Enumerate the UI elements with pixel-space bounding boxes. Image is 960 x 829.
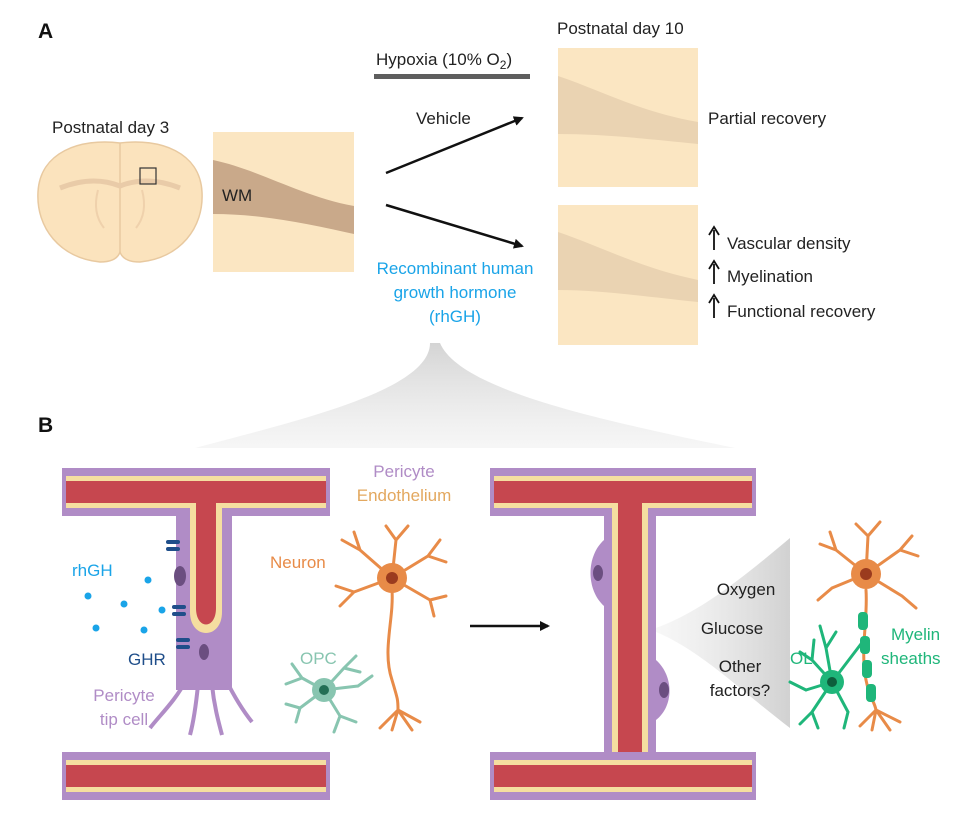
ol-label: OL [790,649,813,668]
pericyte-tip-label-line1: Pericyte [93,686,154,705]
pericyte-tip-label-line2: tip cell [100,710,148,729]
myelin-sheaths [858,612,876,702]
diffusion-cone [656,538,790,728]
wm-zoom-panel [213,132,354,272]
panel-a-letter: A [38,20,53,43]
glucose-label: Glucose [701,619,763,638]
rhgh-arrow-icon [385,203,524,249]
blood-vessel-left [62,468,330,800]
up-arrow-icon [708,293,720,318]
myelin-label-line1: Myelin [891,625,940,644]
hypoxia-label: Hypoxia (10% O2) [376,50,512,72]
svg-text:Hypoxia (10% O2): Hypoxia (10% O2) [376,50,512,72]
opc-cell-icon [284,654,374,734]
vehicle-label: Vehicle [416,109,471,128]
vehicle-arrow-icon [385,116,524,175]
endothelium-label: Endothelium [357,486,452,505]
outcome-functional-recovery: Functional recovery [727,302,876,321]
rhgh-particles [84,576,166,634]
blood-vessel-right [490,468,756,800]
opc-label: OPC [300,649,337,668]
panel-b-letter: B [38,414,53,437]
rhgh-label-line1: Recombinant human [377,259,534,278]
other-factors-line1: Other [719,657,762,676]
pericyte-label: Pericyte [373,462,434,481]
hypoxia-bar [374,74,530,79]
outcome-myelination: Myelination [727,267,813,286]
outcome-vascular-density: Vascular density [727,234,851,253]
ghr-receptors [166,540,190,649]
neuron-cell-icon [334,524,448,732]
rhgh-dots-label: rhGH [72,561,113,580]
postnatal-day-3-label: Postnatal day 3 [52,118,169,137]
postnatal-day-10-label: Postnatal day 10 [557,19,684,38]
other-factors-line2: factors? [710,681,770,700]
partial-recovery-label: Partial recovery [708,109,827,128]
rhgh-label-line2: growth hormone [394,283,517,302]
myelin-label-line2: sheaths [881,649,941,668]
zoom-cone [195,343,735,448]
rhgh-label-line3: (rhGH) [429,307,481,326]
neuron-label: Neuron [270,553,326,572]
ol-cell-icon [788,624,866,730]
oxygen-label: Oxygen [717,580,776,599]
brain-section-icon [37,141,203,263]
up-arrow-icon [708,225,720,250]
ghr-label: GHR [128,650,166,669]
vehicle-outcome-panel [558,48,698,187]
up-arrow-icon [708,259,720,284]
outcome-list: Vascular density Myelination Functional … [708,225,876,321]
rhgh-outcome-panel [558,205,698,345]
wm-label: WM [222,186,252,205]
